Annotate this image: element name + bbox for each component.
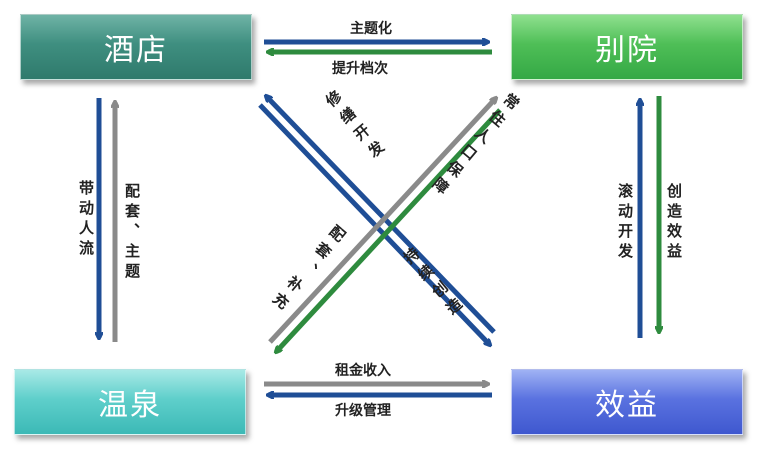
label-spring-to-benefit: 租金收入	[335, 363, 391, 379]
label-hotel-to-villa: 主题化	[350, 21, 392, 37]
node-hot-spring: 温泉	[14, 369, 246, 435]
label-benefit-to-spring: 升级管理	[335, 403, 391, 419]
node-villa-label: 别院	[595, 33, 659, 68]
label-hotel-to-spring: 带动人流	[77, 180, 95, 260]
node-hot-spring-label: 温泉	[98, 388, 162, 423]
arrow-diag-villa-to-spring	[276, 108, 502, 352]
node-villa: 别院	[511, 14, 743, 80]
arrow-diag-spring-to-villa	[268, 98, 496, 344]
node-benefit: 效益	[511, 369, 743, 435]
arrow-diag-benefit-to-hotel	[266, 96, 496, 334]
label-villa-to-benefit: 创造效益	[665, 183, 683, 263]
label-benefit-to-villa: 滚动开发	[616, 183, 634, 263]
label-spring-to-hotel: 配套、主题	[123, 183, 141, 283]
node-benefit-label: 效益	[595, 388, 659, 423]
node-hotel: 酒店	[20, 14, 252, 80]
node-hotel-label: 酒店	[104, 33, 168, 68]
label-villa-to-hotel: 提升档次	[332, 61, 388, 77]
